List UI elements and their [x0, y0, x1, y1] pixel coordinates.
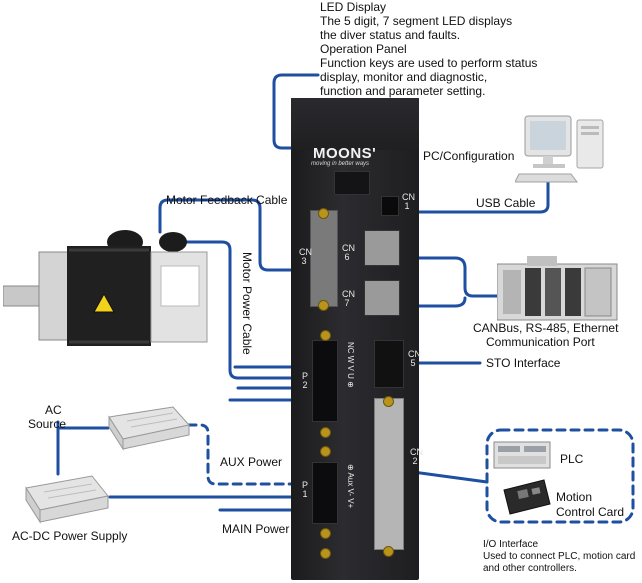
- led-display-desc: The 5 digit, 7 segment LED displays: [320, 14, 513, 28]
- plc-label: PLC: [560, 452, 584, 466]
- cn2-io-connector: [374, 398, 404, 550]
- aux-power-supply-image: [108, 406, 190, 451]
- screw: [320, 427, 331, 438]
- cn6-label: CN 6: [342, 243, 355, 262]
- operation-panel-desc: display, monitor and diagnostic,: [320, 70, 488, 84]
- cn7-rj45-port: [364, 280, 400, 316]
- screw: [383, 546, 394, 557]
- power-terminal-labels: ⊕ Aux V- V+: [346, 464, 355, 509]
- cn5-sto-connector: [374, 340, 404, 388]
- motion-control-label: Motion: [556, 490, 593, 504]
- ac-dc-power-supply-label: AC-DC Power Supply: [12, 529, 128, 543]
- ac-source-label: AC: [45, 403, 62, 417]
- motor-feedback-line: [158, 198, 302, 272]
- io-interface-desc: Used to connect PLC, motion card: [483, 551, 636, 562]
- io-controllers-box: [485, 428, 635, 524]
- motor-feedback-cable-label: Motor Feedback Cable: [166, 193, 288, 207]
- main-power-label: MAIN Power: [222, 522, 290, 536]
- cn1-usb-port: [381, 196, 399, 216]
- screw: [383, 396, 394, 407]
- screw: [318, 208, 329, 219]
- sto-interface-label: STO Interface: [486, 356, 561, 370]
- motor-power-line: [180, 240, 302, 380]
- screw: [318, 300, 329, 311]
- operation-panel-title: Operation Panel: [320, 42, 407, 56]
- aux-power-label: AUX Power: [220, 455, 283, 469]
- moons-logo: MOONS': [313, 145, 377, 162]
- io-interface-title: I/O Interface: [483, 539, 539, 550]
- usb-cable-line: [396, 178, 550, 214]
- p2-label: P 2: [301, 371, 308, 390]
- cn7-label: CN 7: [342, 289, 355, 308]
- drive-top: [291, 98, 419, 160]
- cn2-label: CN 2: [410, 447, 423, 466]
- canbus-label-line2: Communication Port: [486, 335, 595, 349]
- screw: [320, 548, 331, 559]
- p1-label: P 1: [301, 480, 308, 499]
- led-panel-bezel: [334, 171, 370, 195]
- motor-terminal-block: [312, 340, 338, 422]
- io-line: [411, 470, 489, 484]
- motor-terminal-labels: NC W V U ⊕: [346, 342, 355, 388]
- screw: [320, 446, 331, 457]
- motion-control-card-image: [503, 479, 551, 515]
- servo-motor-image: [3, 230, 208, 346]
- aux-power-line: [186, 423, 302, 486]
- operation-panel-desc: function and parameter setting.: [320, 84, 486, 98]
- led-panel-leader: [272, 73, 320, 150]
- motion-control-label: Control Card: [556, 505, 625, 519]
- brand-tagline: moving in better ways: [311, 161, 370, 167]
- led-display-desc: the diver status and faults.: [320, 28, 461, 42]
- screw: [320, 528, 331, 539]
- plc-image: [493, 441, 551, 469]
- cn6-rj45-port: [364, 230, 400, 266]
- led-display-title: LED Display: [320, 0, 387, 14]
- power-terminal-block: [312, 462, 338, 524]
- io-interface-desc: and other controllers.: [483, 563, 577, 574]
- usb-cable-label: USB Cable: [476, 196, 536, 210]
- cn5-label: CN 5: [408, 349, 421, 368]
- ac-dc-power-supply-image: [25, 475, 109, 524]
- plc-rack-image: [497, 256, 618, 321]
- pc-image: [515, 115, 604, 183]
- cn3-label: CN 3: [299, 247, 312, 266]
- cn1-label: CN 1: [402, 192, 415, 211]
- cn3-connector: [310, 210, 338, 307]
- pc-configuration-label: PC/Configuration: [423, 149, 515, 163]
- canbus-label-line1: CANBus, RS-485, Ethernet: [473, 321, 619, 335]
- ac-source-label: Source: [28, 417, 67, 431]
- operation-panel-desc: Function keys are used to perform status: [320, 56, 538, 70]
- motor-power-cable-label: Motor Power Cable: [240, 252, 254, 355]
- screw: [320, 330, 331, 341]
